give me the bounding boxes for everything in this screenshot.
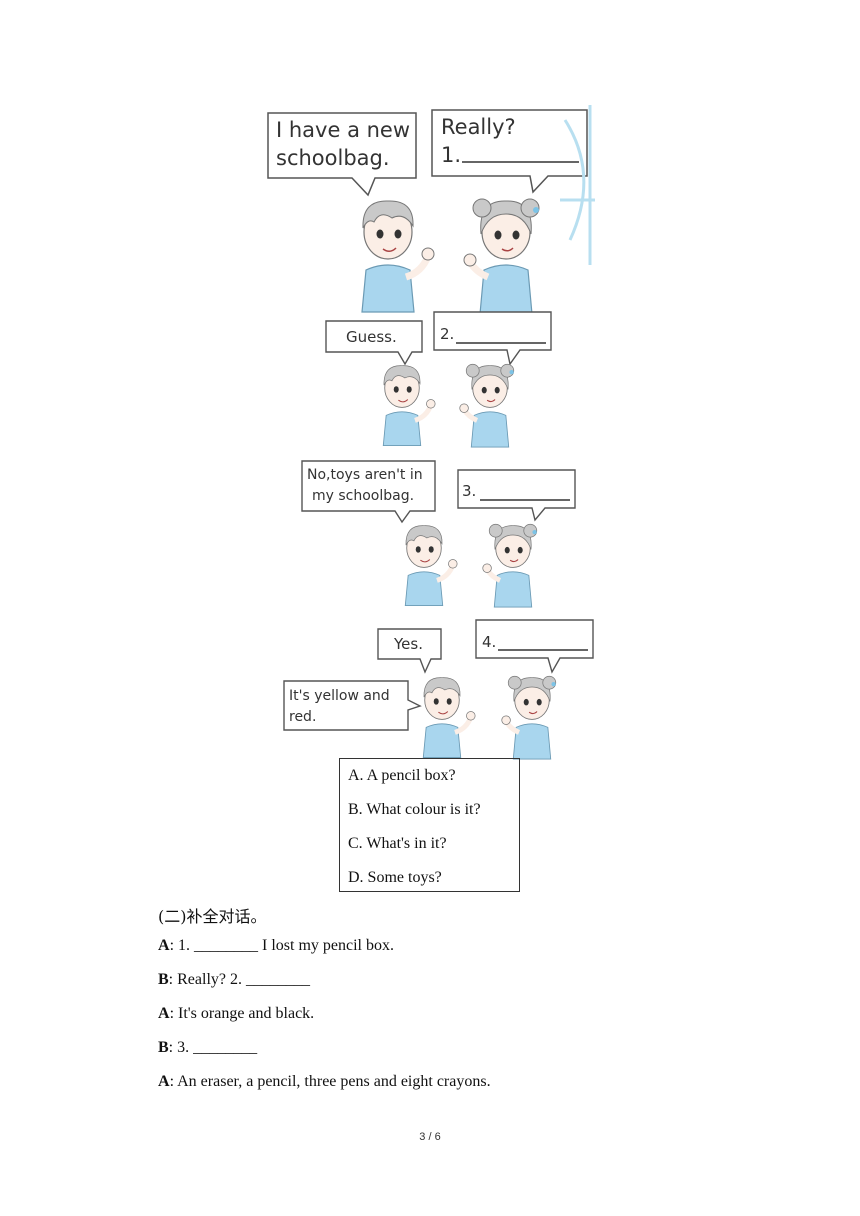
dialogue-text: : 1. ________ I lost my pencil box.: [169, 937, 394, 954]
speech-bubble: [457, 469, 576, 522]
boy-figure: [383, 366, 435, 446]
speaker-label: B: [158, 1039, 169, 1056]
panel-3: [301, 460, 576, 607]
option-c: C. What's in it?: [348, 835, 447, 852]
panel-2: [325, 311, 552, 447]
options-box: A. A pencil box? B. What colour is it? C…: [339, 758, 520, 892]
bubble-line: It's yellow and: [289, 688, 390, 704]
boy-figure: [405, 526, 457, 606]
bubble-line: my schoolbag.: [312, 488, 415, 504]
speaker-label: A: [158, 937, 170, 954]
window-decoration: [560, 105, 595, 265]
boy-figure: [423, 678, 475, 758]
speech-bubble: [283, 680, 422, 731]
bubble-line: red.: [289, 709, 317, 725]
dialogue-line: A: It's orange and black.: [158, 1005, 314, 1023]
bubble-line: No,toys aren't in: [307, 467, 423, 483]
speech-bubble: [325, 320, 423, 366]
bubble-text-boy-4b: It's yellow and red.: [289, 686, 390, 728]
panel-4: [283, 619, 594, 759]
dialogue-line: B: 3. ________: [158, 1039, 257, 1057]
bubble-text-girl-2: 2.: [440, 325, 455, 343]
boy-figure: [362, 201, 434, 312]
panel-1: [267, 105, 595, 314]
girl-figure: [460, 364, 514, 447]
bubble-text-boy-3: No,toys aren't in my schoolbag.: [307, 465, 423, 507]
bubble-line: Really?: [441, 115, 516, 139]
girl-figure: [502, 676, 556, 759]
speech-bubble: [301, 460, 436, 524]
section-title: (二)补全对话。: [158, 907, 267, 926]
dialogue-text: : It's orange and black.: [169, 1005, 315, 1022]
bubble-text-girl-3: 3.: [462, 482, 477, 500]
bubble-line: schoolbag.: [276, 146, 390, 170]
dialogue-line: A: An eraser, a pencil, three pens and e…: [158, 1073, 491, 1091]
comic-illustration: [267, 105, 595, 760]
speech-bubble: [431, 109, 588, 194]
speaker-label: A: [158, 1073, 170, 1090]
bubble-text-boy-4a: Yes.: [394, 635, 423, 653]
girl-figure: [483, 524, 537, 607]
bubble-text-boy-1: I have a new schoolbag.: [276, 116, 410, 172]
bubble-line: I have a new: [276, 118, 411, 142]
page-number: 3 / 6: [419, 1131, 441, 1143]
option-b: B. What colour is it?: [348, 801, 481, 818]
blank-number: 1.: [441, 143, 462, 167]
dialogue-text: : Really? 2. ________: [168, 971, 310, 988]
dialogue-line: B: Really? 2. ________: [158, 971, 310, 989]
speech-bubble: [377, 628, 442, 674]
dialogue-text: : 3. ________: [168, 1039, 258, 1056]
speaker-label: A: [158, 1005, 170, 1022]
speech-bubble: [475, 619, 594, 674]
bubble-text-girl-1: Really? 1.: [441, 113, 516, 169]
girl-figure: [464, 199, 539, 314]
speech-bubble: [267, 112, 417, 197]
option-d: D. Some toys?: [348, 869, 442, 886]
dialogue-line: A: 1. ________ I lost my pencil box.: [158, 937, 394, 955]
speaker-label: B: [158, 971, 169, 988]
speech-bubble: [433, 311, 552, 366]
bubble-text-boy-2: Guess.: [346, 328, 397, 346]
bubble-text-girl-4: 4.: [482, 633, 497, 651]
dialogue-text: : An eraser, a pencil, three pens and ei…: [169, 1073, 491, 1090]
option-a: A. A pencil box?: [348, 767, 456, 784]
